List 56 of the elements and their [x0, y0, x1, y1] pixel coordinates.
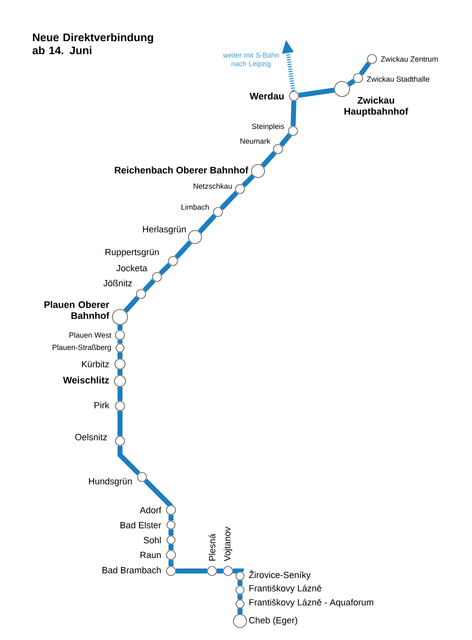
track-line	[158, 262, 172, 276]
station-label: Jocketa	[116, 264, 148, 272]
station-label: Plauen Oberer Bahnhof	[44, 301, 110, 319]
station-label: Bad Brambach	[102, 566, 161, 574]
track-line	[118, 352, 122, 359]
station-label: Františkovy Lázně	[249, 584, 322, 594]
track-line	[238, 594, 242, 600]
station-label: Pirk	[94, 402, 110, 408]
track-line	[347, 78, 356, 87]
track-line	[118, 340, 122, 344]
track-line	[232, 568, 244, 574]
track-line	[118, 410, 122, 436]
arrow	[282, 40, 296, 92]
station-label: Herlasgrün	[143, 226, 186, 234]
track-line	[198, 214, 217, 234]
track-line	[168, 560, 174, 566]
station-label: Reichenbach Oberer Bahnhof	[114, 166, 248, 174]
station-label: Hundsgrün	[89, 478, 132, 486]
track-line	[220, 190, 238, 210]
station-label: Weischlitz	[63, 376, 109, 384]
station-label: Plesná	[208, 534, 216, 561]
station-label: Kürbitz	[82, 360, 109, 368]
track-line	[123, 296, 140, 313]
station-label: Vojtanov	[224, 526, 232, 562]
station-label: Ruppertsgrün	[106, 248, 159, 258]
track-line	[168, 514, 174, 521]
station-label: Františkovy Lázně - Aquaforum	[249, 598, 374, 608]
station-label: Oelsnitz	[75, 434, 107, 440]
track-line	[290, 100, 296, 126]
station-label: Werdau	[250, 92, 284, 100]
track-line	[298, 88, 335, 98]
track-line	[216, 568, 224, 574]
station-label: Sohl	[144, 536, 161, 544]
track-line	[118, 386, 122, 402]
track-line	[142, 278, 156, 292]
track-line	[174, 240, 192, 260]
track-line	[118, 324, 122, 330]
track-line	[358, 61, 372, 76]
station-label: Jößnitz	[103, 280, 132, 286]
track-line	[176, 568, 208, 574]
track-line	[168, 529, 174, 536]
station-label: Raun	[140, 552, 161, 558]
title: Neue Direktverbindung ab 14. Juni	[32, 33, 154, 54]
track-line	[238, 608, 242, 614]
station-label: Adorf	[140, 506, 162, 514]
station-label: Cheb (Eger)	[249, 616, 298, 626]
track-line	[260, 150, 277, 168]
track-line	[118, 446, 140, 476]
track-line	[238, 580, 242, 586]
track-line	[168, 544, 174, 550]
station-label: Bad Elster	[120, 522, 162, 528]
track-line	[279, 133, 292, 147]
track-line	[118, 369, 122, 376]
station-label: Žirovice-Seníky	[248, 570, 311, 580]
station-label: Zwickau Hauptbahnhof	[344, 96, 408, 117]
track-line	[242, 174, 255, 188]
